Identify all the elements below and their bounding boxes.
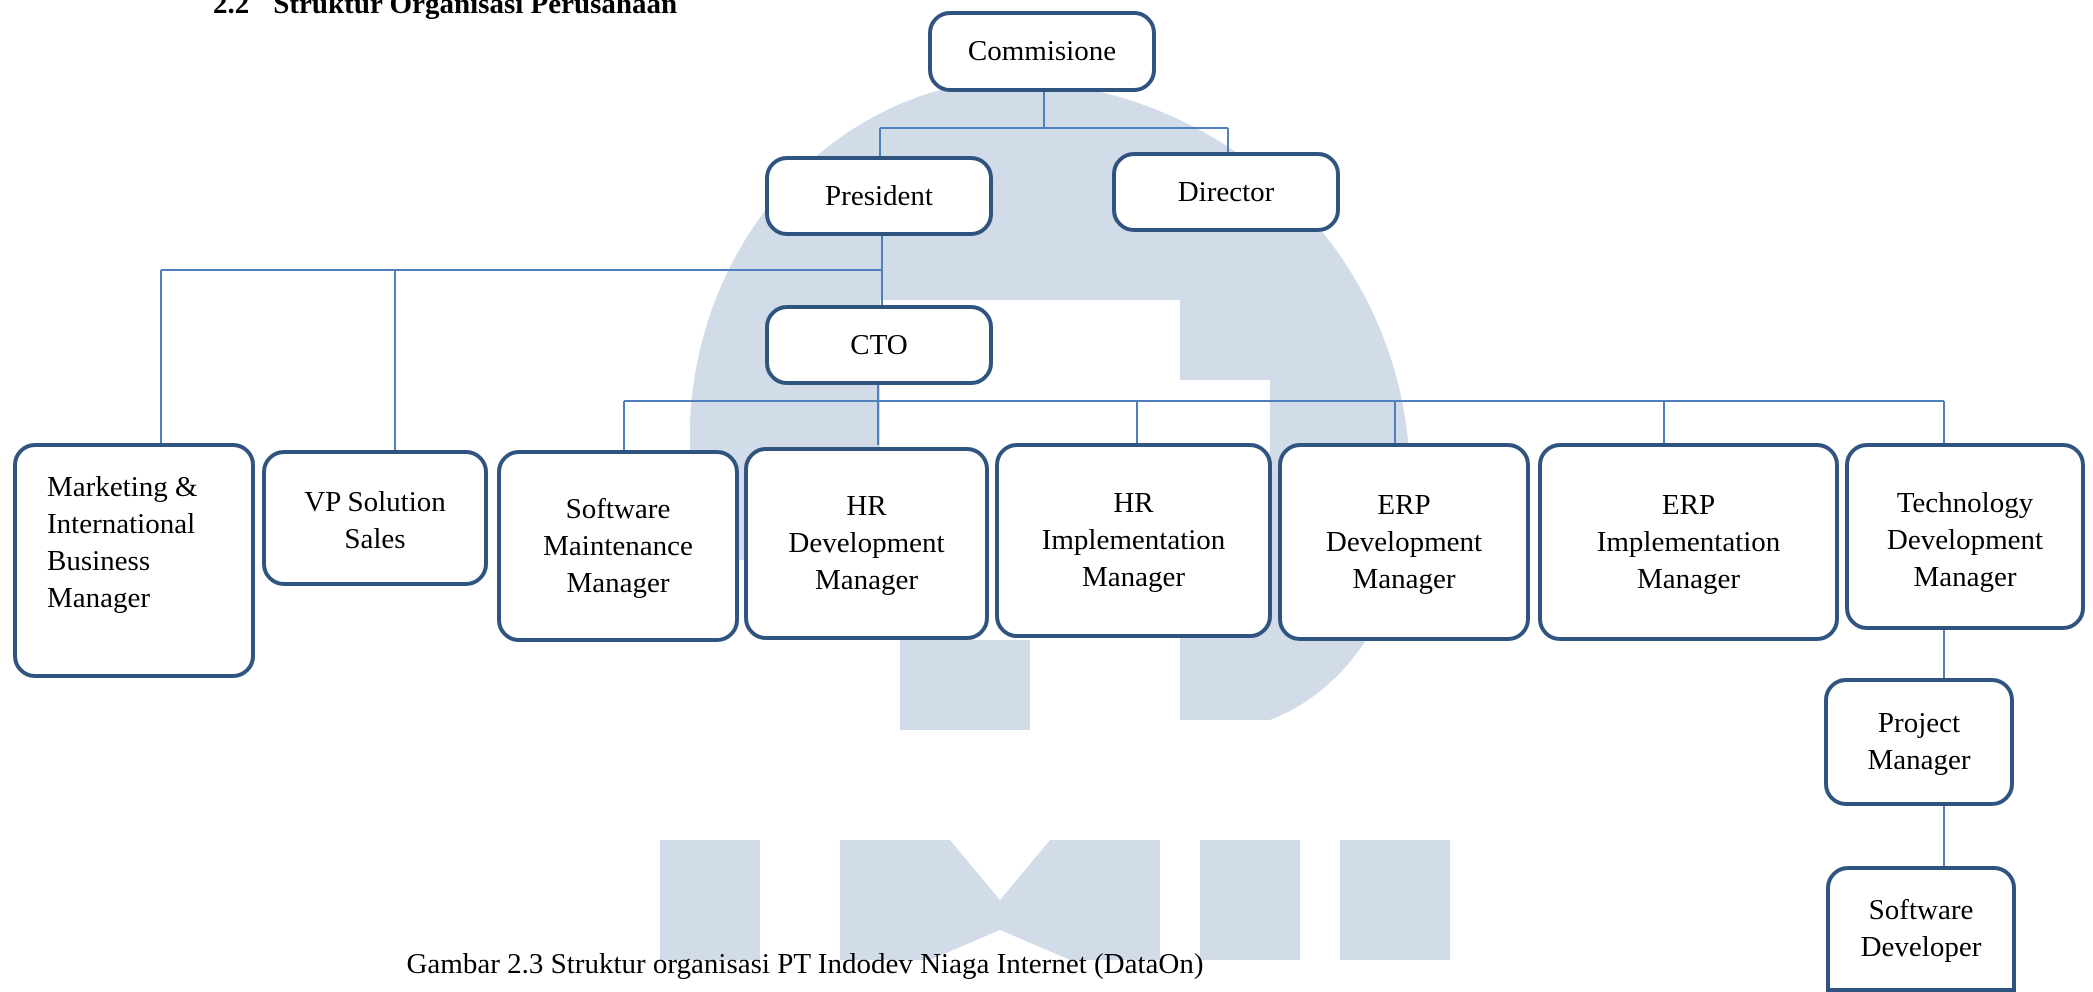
node-label: ERP Development Manager <box>1325 488 1483 595</box>
node-label: Commisione <box>967 35 1117 67</box>
node-label: President <box>825 179 933 212</box>
node-software-developer: Software Developer <box>1826 866 2016 992</box>
section-heading: 2.2 Struktur Organisasi Perusahaan <box>213 0 677 21</box>
node-label: CTO <box>850 328 908 361</box>
node-label: Marketing & International Business Manag… <box>47 471 198 614</box>
node-erp-implementation-manager: ERP Implementation Manager <box>1538 443 1839 641</box>
node-hr-development-manager: HR Development Manager <box>744 447 989 640</box>
node-software-maintenance-manager: Software Maintenance Manager <box>497 450 739 642</box>
node-vp-solution-sales: VP Solution Sales <box>262 450 488 586</box>
node-erp-development-manager: ERP Development Manager <box>1278 443 1530 641</box>
node-label: Director <box>1177 175 1275 208</box>
node-label: Project Manager <box>1867 707 1971 776</box>
node-commisione: Commisione <box>928 11 1156 92</box>
node-label: Software Maintenance Manager <box>543 492 693 599</box>
node-director: Director <box>1112 152 1340 232</box>
node-project-manager: Project Manager <box>1824 678 2014 806</box>
node-marketing-manager: Marketing & International Business Manag… <box>13 443 255 678</box>
node-label: HR Development Manager <box>788 490 945 596</box>
node-label: Software Developer <box>1860 894 1982 963</box>
node-technology-development-manager: Technology Development Manager <box>1845 443 2085 630</box>
node-cto: CTO <box>765 305 993 385</box>
node-label: ERP Implementation Manager <box>1596 488 1781 595</box>
node-label: VP Solution Sales <box>304 486 446 555</box>
section-title: Struktur Organisasi Perusahaan <box>273 0 678 20</box>
section-number: 2.2 <box>213 0 250 20</box>
node-president: President <box>765 156 993 236</box>
node-label: Technology Development Manager <box>1886 487 2044 593</box>
figure-caption: Gambar 2.3 Struktur organisasi PT Indode… <box>406 948 1204 980</box>
node-label: HR Implementation Manager <box>1041 487 1226 593</box>
node-hr-implementation-manager: HR Implementation Manager <box>995 443 1272 638</box>
